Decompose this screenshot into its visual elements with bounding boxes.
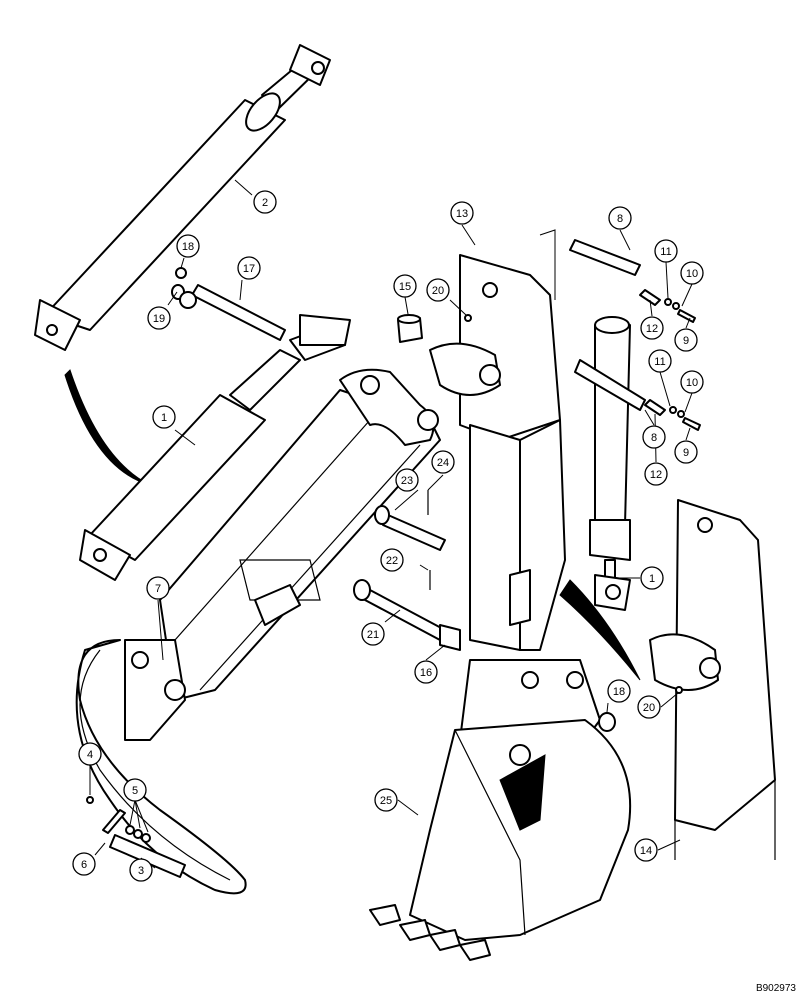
extendahoe-boom-13 (429, 254, 566, 651)
callout-4: 4 (78, 742, 102, 766)
svg-text:21: 21 (367, 629, 379, 641)
svg-text:10: 10 (686, 377, 698, 389)
callout-9-lower: 9 (674, 440, 698, 464)
callout-20-right: 20 (637, 695, 661, 719)
callout-2: 2 (253, 190, 277, 214)
callout-1-left: 1 (152, 405, 176, 429)
svg-text:10: 10 (686, 268, 698, 280)
pins-8 (539, 229, 646, 411)
svg-text:15: 15 (399, 281, 411, 293)
svg-text:20: 20 (432, 285, 444, 297)
svg-text:23: 23 (401, 475, 413, 487)
callout-18-bucket: 18 (607, 679, 631, 703)
pin-17 (171, 284, 286, 341)
pins-21-23-bushing-16 (353, 490, 461, 651)
callout-21: 21 (361, 622, 385, 646)
svg-text:8: 8 (617, 213, 623, 225)
svg-text:11: 11 (660, 246, 671, 258)
svg-text:17: 17 (243, 263, 255, 275)
callout-12-top: 12 (640, 316, 664, 340)
drawing-code: B902973 (755, 983, 796, 994)
svg-text:5: 5 (132, 785, 138, 797)
svg-text:24: 24 (437, 457, 449, 469)
dipper-14 (649, 499, 776, 860)
hydraulic-cylinder-2 (34, 44, 331, 486)
bucket-cylinder-1-right (589, 316, 631, 611)
callout-15: 15 (393, 274, 417, 298)
svg-text:1: 1 (161, 412, 167, 424)
hardware-9-10-11-12 (639, 289, 701, 431)
svg-text:3: 3 (138, 865, 144, 877)
callout-22: 22 (380, 548, 404, 572)
washers-18-20 (175, 267, 683, 732)
svg-text:9: 9 (683, 335, 689, 347)
dipper-boom-left (75, 368, 441, 895)
callout-8-lower: 8 (642, 425, 666, 449)
svg-text:12: 12 (646, 323, 658, 335)
callout-9-top: 9 (674, 328, 698, 352)
svg-text:16: 16 (420, 667, 432, 679)
svg-text:8: 8 (651, 432, 657, 444)
callout-17: 17 (237, 256, 261, 280)
svg-text:20: 20 (643, 702, 655, 714)
callout-1-right: 1 (640, 566, 664, 590)
bucket-25 (369, 579, 641, 961)
callout-20-top: 20 (426, 278, 450, 302)
svg-text:12: 12 (650, 469, 662, 481)
callout-3: 3 (129, 858, 153, 882)
callout-18-top: 18 (176, 234, 200, 258)
leader-lines (89, 179, 693, 869)
svg-text:11: 11 (654, 356, 665, 368)
svg-text:7: 7 (155, 583, 161, 595)
callout-10-lower: 10 (680, 370, 704, 394)
svg-text:18: 18 (613, 686, 625, 698)
callout-23: 23 (395, 468, 419, 492)
callout-11-lower: 11 (648, 349, 672, 373)
svg-text:25: 25 (380, 795, 392, 807)
svg-text:1: 1 (649, 573, 655, 585)
callout-14: 14 (634, 838, 658, 862)
hydraulic-cylinder-1-left (79, 314, 351, 581)
svg-text:14: 14 (640, 845, 652, 857)
callout-24: 24 (431, 450, 455, 474)
callout-16: 16 (414, 660, 438, 684)
callout-8-top: 8 (608, 206, 632, 230)
callout-19: 19 (147, 306, 171, 330)
callout-7: 7 (146, 576, 170, 600)
callout-25: 25 (374, 788, 398, 812)
bushing-15 (397, 314, 423, 343)
callout-10-top: 10 (680, 261, 704, 285)
callout-11-top: 11 (654, 239, 678, 263)
callout-6: 6 (72, 852, 96, 876)
svg-text:18: 18 (182, 241, 194, 253)
callout-13: 13 (450, 201, 474, 225)
svg-text:13: 13 (456, 208, 468, 220)
svg-text:6: 6 (81, 859, 87, 871)
svg-text:4: 4 (87, 749, 93, 761)
callout-5: 5 (123, 778, 147, 802)
svg-text:22: 22 (386, 555, 398, 567)
pin-3 (86, 796, 186, 878)
callout-12-lower: 12 (644, 462, 668, 486)
svg-text:2: 2 (262, 197, 268, 209)
svg-text:19: 19 (153, 313, 165, 325)
svg-text:9: 9 (683, 447, 689, 459)
